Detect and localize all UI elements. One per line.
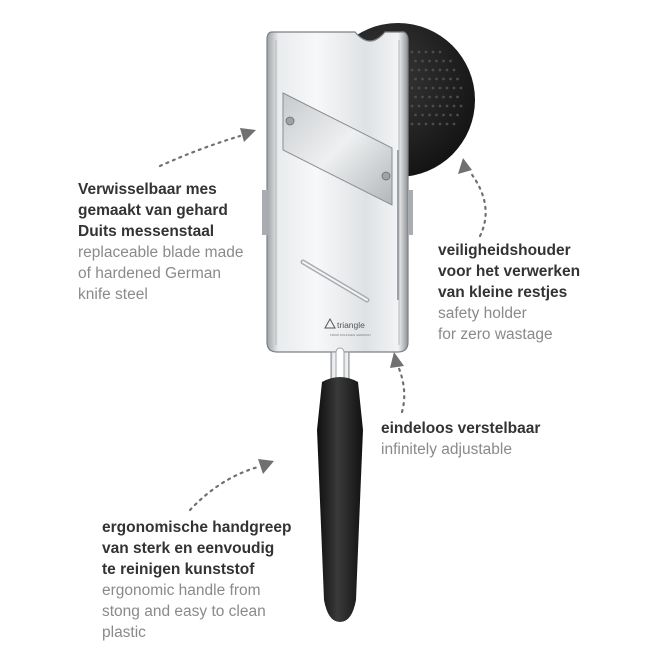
blade bbox=[282, 92, 393, 206]
holder-hole bbox=[431, 68, 435, 72]
holder-hole bbox=[414, 59, 417, 63]
arrowhead-blade bbox=[240, 128, 256, 142]
holder-hole bbox=[456, 95, 459, 99]
holder-hole bbox=[417, 68, 421, 72]
arrowhead-handle bbox=[258, 459, 274, 474]
holder-hole bbox=[435, 77, 438, 81]
holder-hole bbox=[410, 50, 414, 54]
callout-blade-english: replaceable blade made of hardened Germa… bbox=[78, 244, 244, 303]
holder-hole bbox=[452, 122, 456, 126]
holder-hole bbox=[424, 68, 428, 72]
holder-hole bbox=[428, 95, 431, 99]
callout-handle: ergonomische handgreep van sterk en eenv… bbox=[102, 517, 362, 643]
holder-hole bbox=[438, 68, 442, 72]
holder-hole bbox=[428, 59, 431, 63]
holder-hole bbox=[445, 104, 449, 108]
holder-hole bbox=[435, 95, 438, 99]
holder-hole bbox=[421, 59, 424, 63]
holder-hole bbox=[449, 95, 452, 99]
holder-hole bbox=[410, 68, 414, 72]
holder-hole bbox=[417, 122, 421, 126]
holder-hole bbox=[442, 113, 445, 117]
arrow-to-blade bbox=[158, 134, 242, 168]
callout-blade-dutch: Verwisselbaar mes gemaakt van gehard Dui… bbox=[78, 181, 228, 240]
holder-hole bbox=[428, 77, 431, 81]
callout-adjust: eindeloos verstelbaar infinitely adjusta… bbox=[381, 418, 621, 460]
holder-hole bbox=[442, 95, 445, 99]
holder-hole bbox=[459, 104, 463, 108]
holder-hole bbox=[410, 122, 414, 126]
callout-blade: Verwisselbaar mes gemaakt van gehard Dui… bbox=[78, 179, 278, 305]
callout-holder-english: safety holder for zero wastage bbox=[438, 305, 553, 343]
holder-hole bbox=[452, 68, 456, 72]
holder-hole bbox=[438, 104, 442, 108]
svg-text:FROM SOLINGEN GERMANY: FROM SOLINGEN GERMANY bbox=[330, 333, 371, 337]
callout-handle-dutch: ergonomische handgreep van sterk en eenv… bbox=[102, 519, 292, 578]
holder-hole bbox=[442, 77, 445, 81]
holder-hole bbox=[410, 104, 414, 108]
holder-hole bbox=[414, 113, 417, 117]
callout-adjust-english: infinitely adjustable bbox=[381, 441, 512, 458]
holder-hole bbox=[414, 95, 417, 99]
holder-hole bbox=[417, 86, 421, 90]
holder-hole bbox=[424, 86, 428, 90]
holder-hole bbox=[445, 68, 449, 72]
holder-hole bbox=[424, 122, 428, 126]
callout-adjust-dutch: eindeloos verstelbaar bbox=[381, 420, 541, 437]
arrow-to-handle bbox=[188, 465, 260, 512]
holder-hole bbox=[456, 77, 459, 81]
arrow-to-holder bbox=[468, 170, 487, 238]
holder-hole bbox=[431, 104, 435, 108]
brand-logo: triangle FROM SOLINGEN GERMANY bbox=[324, 317, 371, 337]
holder-hole bbox=[417, 104, 421, 108]
arrowhead-adjust bbox=[390, 352, 404, 368]
holder-hole bbox=[449, 77, 452, 81]
holder-hole bbox=[421, 113, 424, 117]
holder-hole bbox=[417, 50, 421, 54]
handle bbox=[317, 347, 363, 622]
holder-hole bbox=[421, 77, 424, 81]
holder-hole bbox=[435, 113, 438, 117]
holder-hole bbox=[410, 86, 414, 90]
holder-hole bbox=[421, 95, 424, 99]
holder-hole bbox=[445, 122, 449, 126]
arrowhead-holder bbox=[458, 158, 472, 174]
holder-hole bbox=[445, 86, 449, 90]
holder-hole bbox=[456, 113, 459, 117]
holder-hole bbox=[449, 113, 452, 117]
holder-hole bbox=[452, 104, 456, 108]
holder-hole bbox=[452, 86, 456, 90]
holder-hole bbox=[414, 77, 417, 81]
holder-hole bbox=[428, 113, 431, 117]
holder-hole bbox=[442, 59, 445, 63]
callout-holder-dutch: veiligheidshouder voor het verwerken van… bbox=[438, 242, 581, 301]
callout-handle-english: ergonomic handle from stong and easy to … bbox=[102, 582, 266, 641]
svg-text:triangle: triangle bbox=[337, 320, 365, 330]
holder-hole bbox=[424, 104, 428, 108]
callout-holder: veiligheidshouder voor het verwerken van… bbox=[438, 240, 638, 345]
holder-hole bbox=[424, 50, 428, 54]
adjustment-slot bbox=[300, 150, 399, 303]
holder-hole bbox=[435, 59, 438, 63]
holder-hole bbox=[431, 86, 435, 90]
holder-hole bbox=[431, 50, 435, 54]
arrow-to-adjust bbox=[396, 364, 406, 414]
holder-hole bbox=[438, 50, 442, 54]
holder-hole bbox=[431, 122, 435, 126]
holder-hole bbox=[459, 86, 463, 90]
holder-hole bbox=[438, 86, 442, 90]
holder-hole bbox=[438, 122, 442, 126]
holder-hole bbox=[449, 59, 452, 63]
